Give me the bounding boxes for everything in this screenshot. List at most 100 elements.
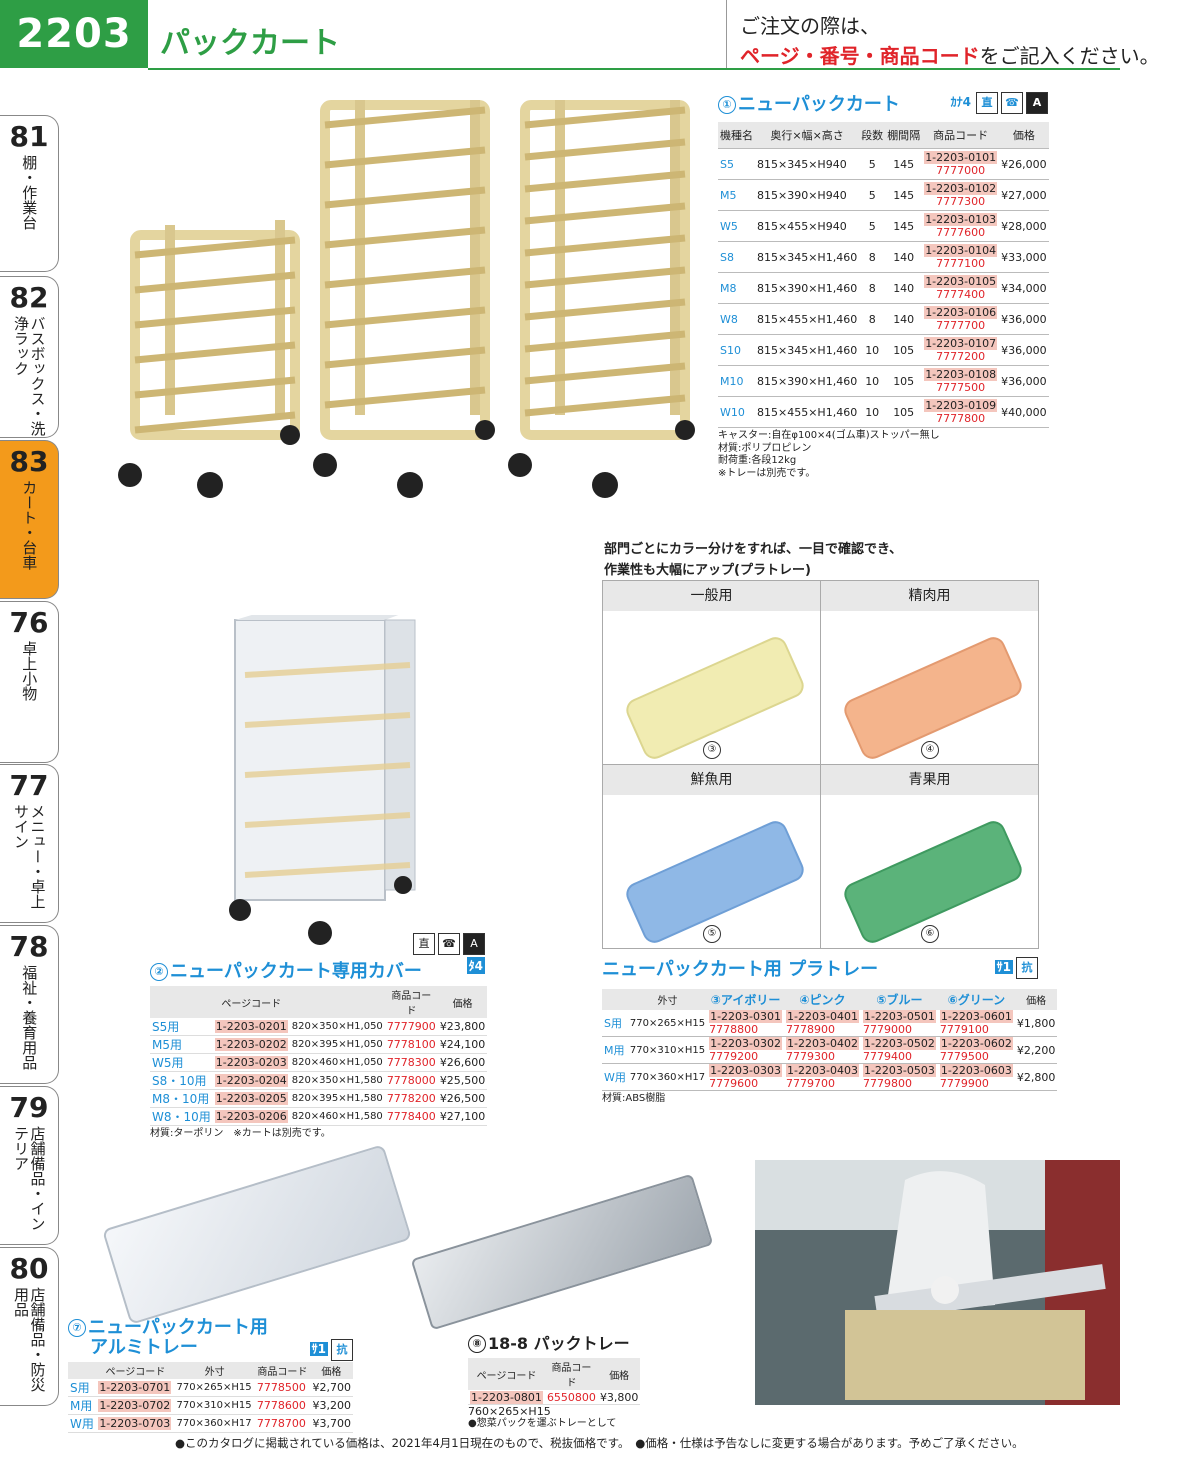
size-cell: 820×460×H1,580 [289,1107,385,1126]
product-code: 1-2203-0302 [709,1037,783,1050]
gap-cell: 140 [885,272,923,304]
tiers-cell: 8 [859,241,886,273]
sub-code: 7777700 [936,319,986,332]
table-header-row: ページコード商品コード価格 [468,1358,641,1390]
order-note-highlight: ページ・番号・商品コード [740,44,980,68]
col-header: 価格 [309,1361,353,1379]
size-cell: 770×310×H15 [174,1396,255,1415]
tray-number: ⑤ [703,925,721,943]
sub-code: 7778400 [384,1107,438,1126]
model-cell: M用 [602,1036,628,1064]
sub-code: 7777200 [936,350,986,363]
sub-code: 7778900 [786,1023,836,1036]
price-cell: ¥3,700 [309,1414,353,1433]
sub-code: 7777500 [936,381,986,394]
sub-code: 7777000 [936,164,986,177]
size-cell: 770×360×H17 [627,1063,708,1091]
col-header: ③アイボリー [707,989,785,1010]
tab-number: 78 [9,930,49,963]
col-header: ページコード [96,1361,175,1379]
order-note-line2: ページ・番号・商品コードをご記入ください。 [740,40,1160,69]
col-header: ページコード [468,1358,545,1390]
product-code: 1-2203-0403 [786,1064,859,1077]
product-code: 1-2203-0108 [924,368,998,381]
sub-code: 7779900 [939,1077,989,1090]
col-header: 外寸 [627,989,708,1010]
sub-code: 7777900 [384,1018,438,1036]
tray-cell-meat: 精肉用 ④ [820,580,1039,765]
model-cell: S8・10用 [150,1071,213,1090]
product-code: 1-2203-0204 [214,1074,288,1087]
model-cell: M用 [68,1396,97,1415]
size-cell: 815×455×H1,460 [755,396,860,428]
product-code: 1-2203-0109 [924,399,998,412]
gap-cell: 140 [885,241,923,273]
product-code: 1-2203-0303 [709,1064,783,1077]
price-cell: ¥3,800 [597,1390,641,1405]
model-cell: S5用 [150,1018,213,1036]
tray-cell-label: 一般用 [603,581,820,611]
col-header: 奥行×幅×高さ [755,122,860,149]
sidebar-tab-83[interactable]: 83 カート・台車 [0,440,59,599]
order-note-box [726,0,1121,68]
tiers-cell: 10 [859,396,886,428]
model-cell: W8・10用 [150,1107,213,1126]
cart-cover-photo [229,615,416,945]
size-cell: 815×345×H1,460 [755,334,860,366]
tiers-cell: 8 [859,272,886,304]
sub-code: 7779800 [862,1077,912,1090]
price-cell: ¥36,000 [999,334,1049,366]
tray-cell-label: 鮮魚用 [603,765,820,795]
price-cell: ¥25,500 [437,1071,488,1090]
tab-label: カート・台車 [20,480,39,570]
gap-cell: 105 [885,334,923,366]
tray-number: ⑥ [921,925,939,943]
sub-code: 7778000 [384,1071,438,1090]
product-code: 1-2203-0301 [709,1010,783,1023]
aluminum-tray-image [101,1144,413,1325]
size-cell: 815×390×H1,460 [755,365,860,397]
tab-label: バスボックス・洗浄ラック [12,316,47,436]
tab-label: メニュー・卓上サイン [12,804,47,909]
price-cell: ¥40,000 [999,396,1049,428]
price-cell: ¥26,500 [437,1089,488,1108]
tiers-cell: 10 [859,334,886,366]
size-cell: 820×350×H1,580 [289,1071,385,1090]
model-cell: S用 [602,1010,628,1037]
size-cell: 815×390×H940 [755,179,860,211]
col-header: 価格 [1014,989,1058,1010]
tiers-cell: 5 [859,210,886,242]
product-code: 1-2203-0102 [924,182,998,195]
product-code: 1-2203-0601 [939,1010,1013,1023]
product-code: 1-2203-0104 [924,244,998,257]
gap-cell: 105 [885,396,923,428]
note-line: 材質:ポリプロピレン [718,442,812,454]
model-cell: M8 [718,272,755,304]
sub-code: 7778300 [384,1053,438,1072]
header-rule [148,68,1120,70]
size-cell: 820×395×H1,050 [289,1035,385,1054]
model-cell: M5 [718,179,755,211]
col-header: 商品コード [922,122,1000,149]
phone-icon: ☎ [1001,92,1023,114]
tab-number: 83 [9,445,49,478]
sub-code: 7778800 [709,1023,759,1036]
